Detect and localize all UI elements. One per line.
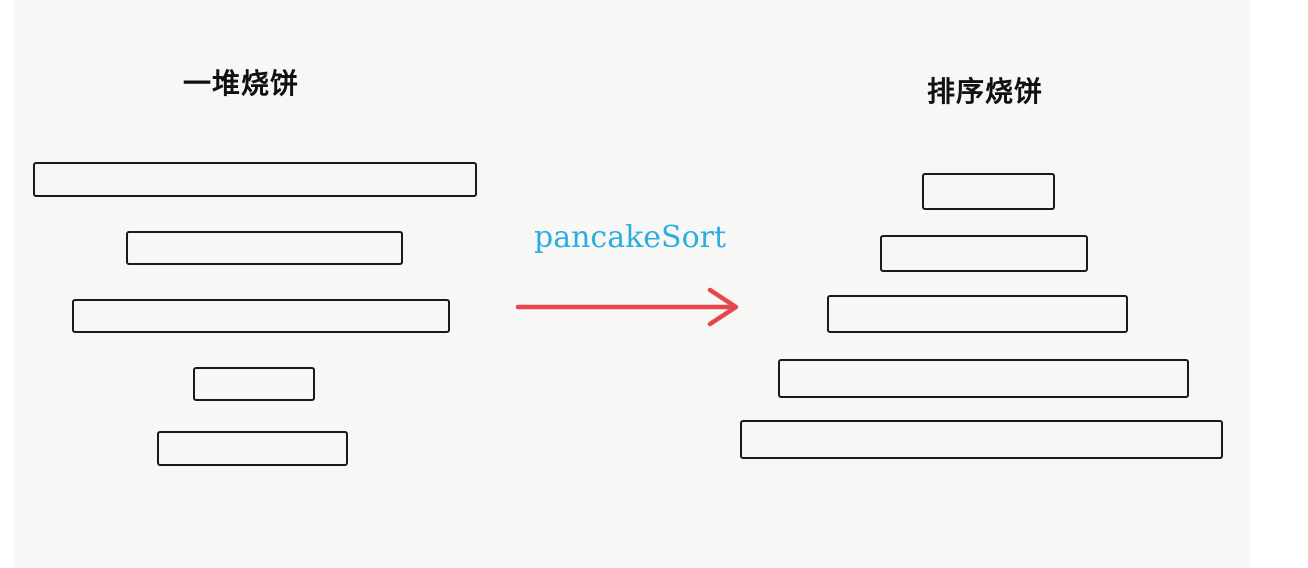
paper-background xyxy=(14,0,1250,568)
right-arrow-icon xyxy=(515,287,739,327)
unsorted-pancake-5 xyxy=(157,431,348,466)
sorted-pancake-4 xyxy=(778,359,1189,398)
unsorted-pancake-1 xyxy=(33,162,477,197)
unsorted-stack-title: 一堆烧饼 xyxy=(183,67,300,100)
sorted-pancake-5 xyxy=(740,420,1223,459)
sorted-pancake-3 xyxy=(827,295,1128,333)
unsorted-pancake-4 xyxy=(193,367,315,401)
sorted-stack-title: 排序烧饼 xyxy=(927,75,1044,108)
sorted-pancake-1 xyxy=(922,173,1055,210)
unsorted-pancake-2 xyxy=(126,231,403,265)
unsorted-pancake-3 xyxy=(72,299,450,333)
pancake-sort-label: pancakeSort xyxy=(534,220,727,255)
sorted-pancake-2 xyxy=(880,235,1088,272)
